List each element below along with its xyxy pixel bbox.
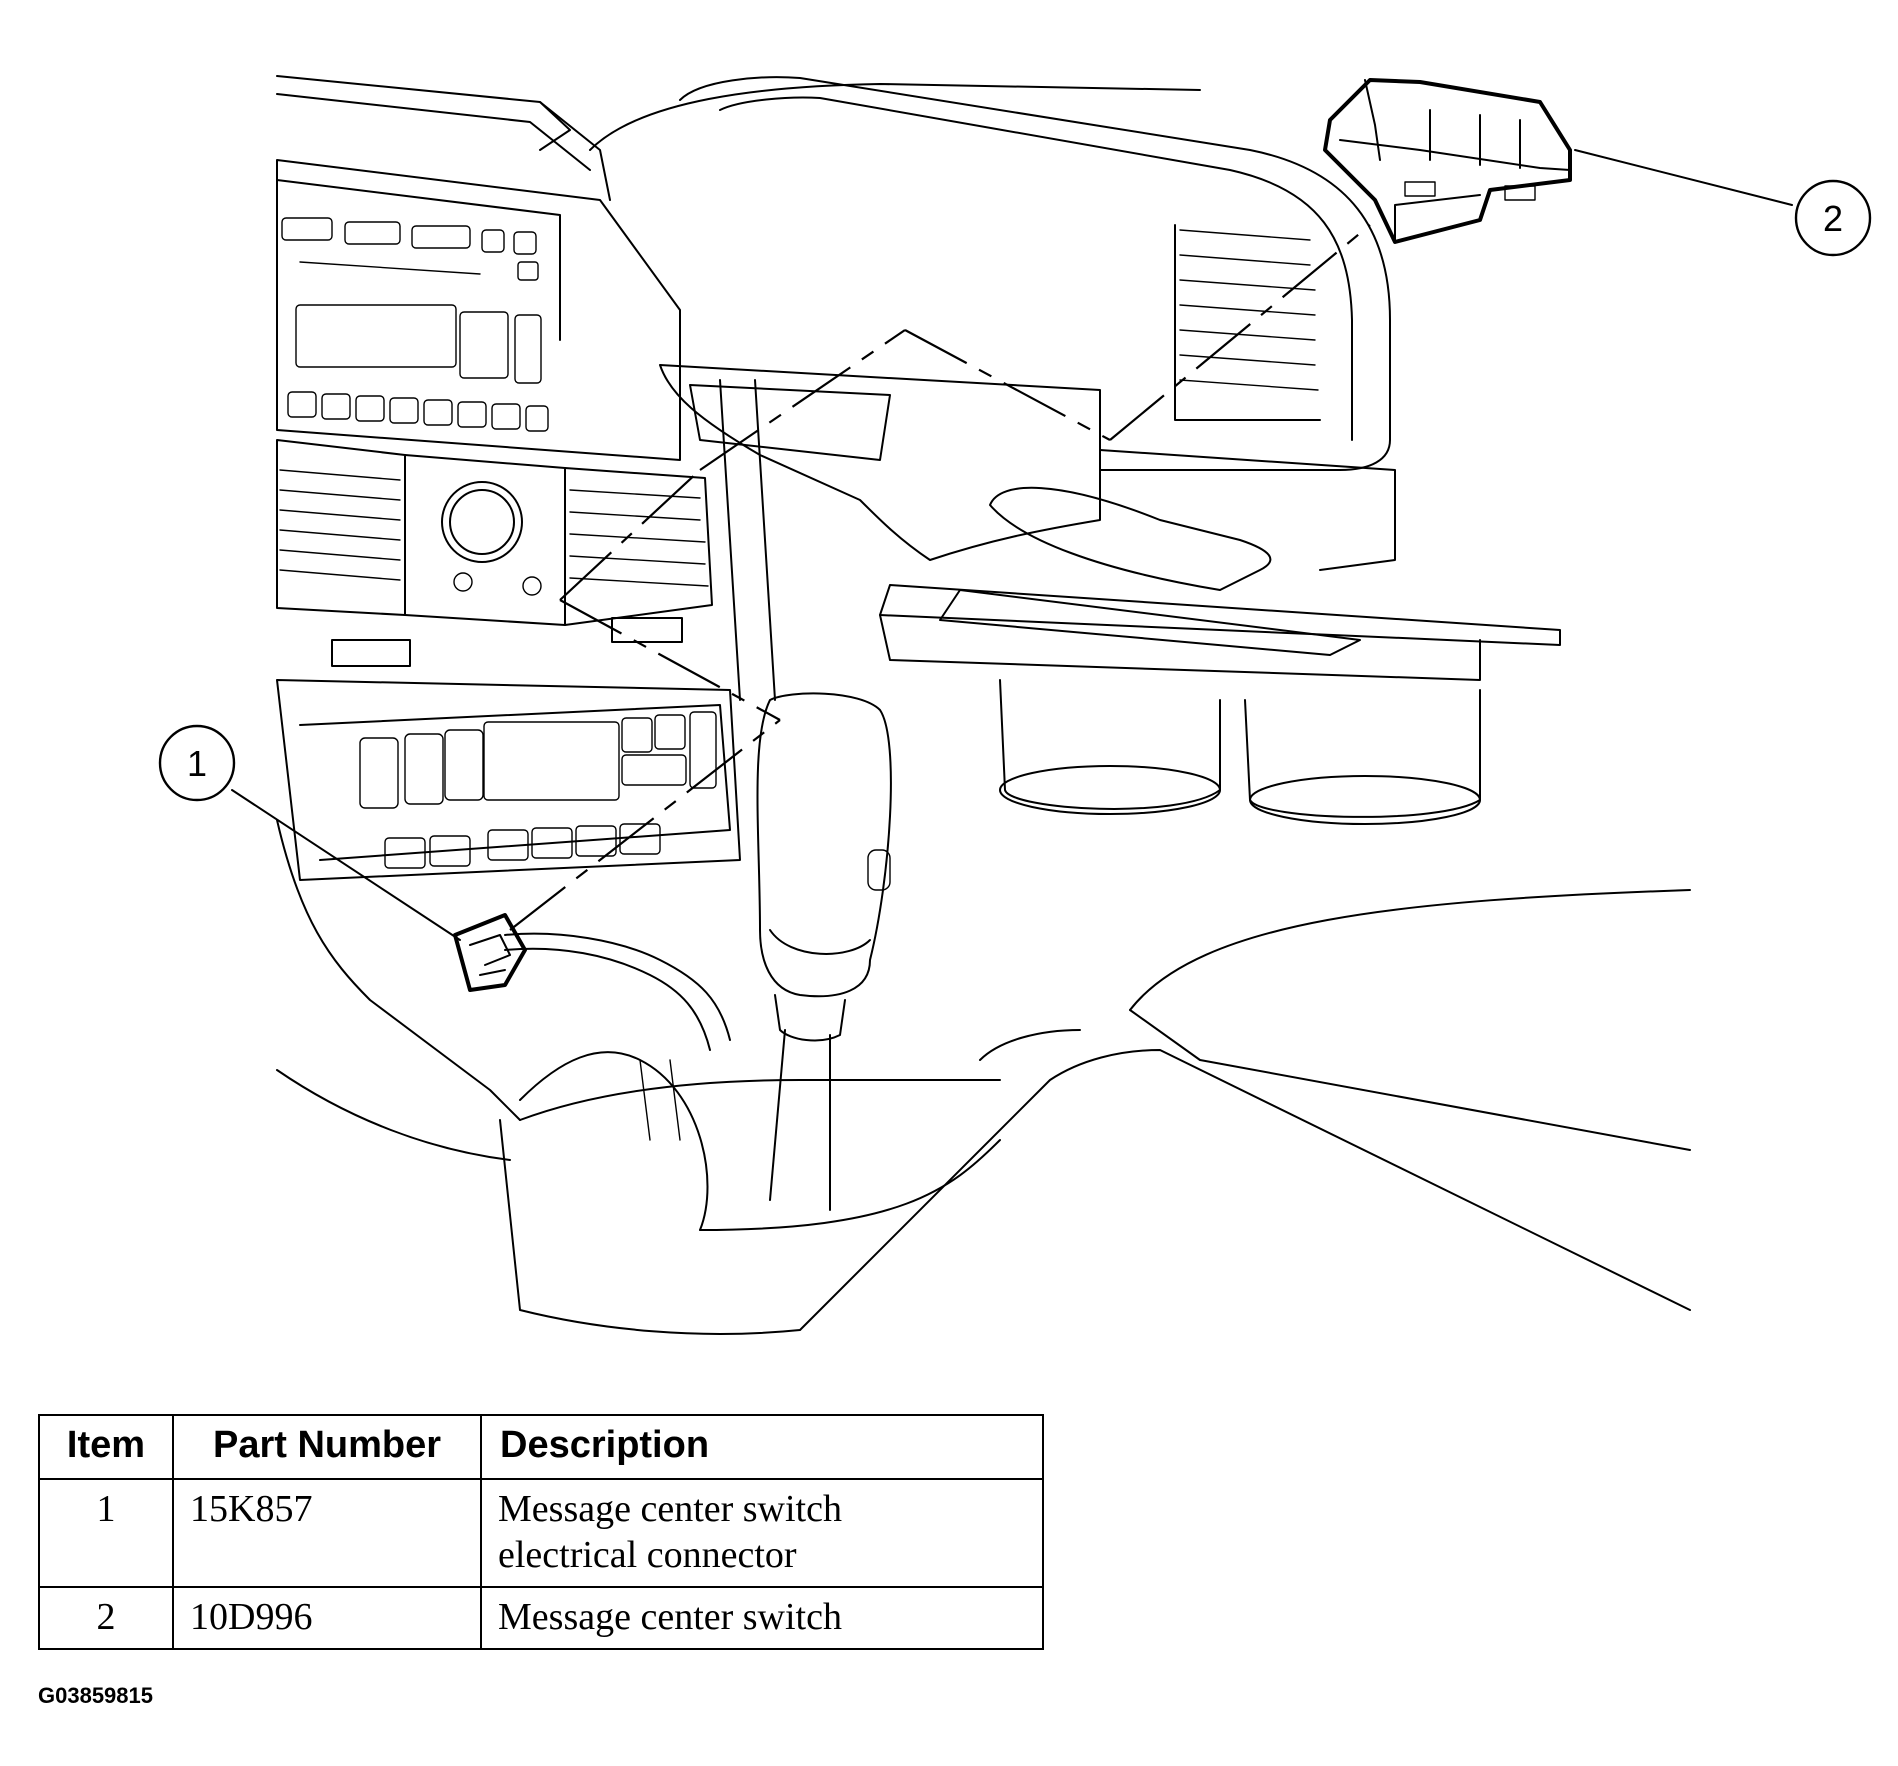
- clock: [404, 454, 566, 626]
- header-description: Description: [480, 1414, 1044, 1480]
- figure-reference: G03859815: [38, 1683, 153, 1708]
- assembly-line-1: [509, 719, 781, 931]
- callout-2: 2: [1794, 179, 1872, 257]
- hazard-switch: [331, 639, 411, 667]
- callout-2-leader: [1574, 149, 1793, 206]
- parts-legend-table: Item Part Number Description 1 15K857 Me…: [38, 1414, 1044, 1650]
- callout-1-leader: [231, 789, 461, 941]
- wiring-harness: [504, 932, 731, 1041]
- cluster-vent-grille: [1174, 224, 1321, 421]
- row-2-description-line-1: Message center switch: [498, 1596, 842, 1638]
- message-center-switch: [1323, 78, 1572, 244]
- row-2-description: Message center switch: [480, 1586, 1044, 1650]
- dashboard-exploded-view: 1 2: [158, 75, 1872, 1335]
- right-air-vent: [564, 467, 713, 626]
- radio-preset-buttons: [287, 391, 549, 432]
- row-1-part-number: 15K857: [172, 1478, 482, 1588]
- callout-2-number: 2: [1823, 198, 1843, 239]
- callout-1: 1: [158, 724, 236, 802]
- message-center-switch-connector: [453, 913, 527, 992]
- table-row: 1 15K857 Message center switch electrica…: [38, 1478, 1044, 1588]
- callout-1-number: 1: [187, 743, 207, 784]
- row-2-item: 2: [38, 1586, 174, 1650]
- lower-console: [499, 889, 1691, 1335]
- row-1-item: 1: [38, 1478, 174, 1588]
- assembly-line-2: [1109, 224, 1371, 441]
- climate-control-panel: [276, 679, 741, 881]
- radio-unit: [276, 159, 681, 461]
- gear-shifter: [756, 692, 892, 1211]
- row-1-description-line-2: electrical connector: [498, 1534, 797, 1576]
- header-item: Item: [38, 1414, 174, 1480]
- instrument-cluster-hood: [659, 76, 1396, 591]
- left-air-vent: [276, 439, 406, 616]
- header-part-number: Part Number: [172, 1414, 482, 1480]
- table-row: 2 10D996 Message center switch: [38, 1586, 1044, 1650]
- row-1-description-line-1: Message center switch: [498, 1488, 842, 1530]
- cup-holders: [999, 679, 1481, 825]
- table-header-row: Item Part Number Description: [38, 1414, 1044, 1480]
- dash-top-edge: [276, 75, 611, 201]
- row-2-part-number: 10D996: [172, 1586, 482, 1650]
- row-1-description: Message center switch electrical connect…: [480, 1478, 1044, 1588]
